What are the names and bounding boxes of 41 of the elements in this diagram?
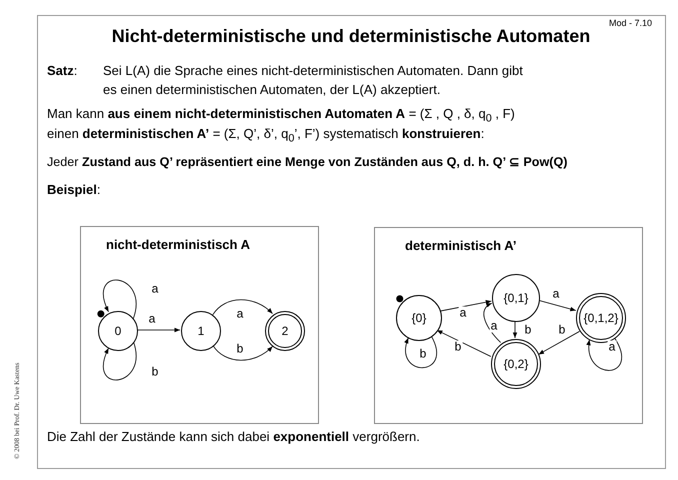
final-state-circle: {0,1,2} <box>576 293 626 343</box>
text-paragraph: Die Zahl der Zustände kann sich dabei exponentiell vergrößern. <box>47 428 420 446</box>
transition-arrow <box>538 330 580 355</box>
text-paragraph: Satz: <box>47 62 78 80</box>
text-paragraph: einen deterministischen A’ = (Σ, Q’, δ’, q$_{0}$’, F’) systematisch konstruieren: <box>47 125 484 147</box>
final-state-circle: {0,2} <box>491 339 541 389</box>
slide-title: Nicht-deterministische und deterministische Automaten <box>110 26 592 47</box>
transition-arrow <box>136 328 180 332</box>
transition-arrow <box>102 341 136 380</box>
diagram-panel <box>374 227 643 424</box>
state-circle: {0,1} <box>492 274 540 322</box>
state-circle: 1 <box>181 311 221 351</box>
edge-label: b <box>524 324 532 336</box>
transition-arrow <box>512 320 518 338</box>
transition-arrow <box>483 302 502 343</box>
transition-arrow <box>404 335 438 368</box>
edge-label: b <box>454 340 462 354</box>
text-paragraph: Jeder Zustand aus Q’ repräsentiert eine Menge von Zuständen aus Q, d. h. Q’ ⊆ Pow(Q) <box>47 154 568 171</box>
edge-label: b <box>150 366 160 378</box>
edge-label: b <box>236 342 244 356</box>
text-paragraph: Man kann aus einem nicht-deterministischen Automaten A = (Σ , Q , δ, q$_{0}$ , F) <box>47 105 515 127</box>
slide-number: Mod - 7.10 <box>608 17 652 30</box>
edge-label: a <box>458 306 468 320</box>
text-paragraph: Beispiel: <box>47 181 100 199</box>
transition-arrow <box>586 337 622 371</box>
final-state-circle: 2 <box>265 311 305 351</box>
edge-label: b <box>418 348 428 360</box>
edge-label: b <box>558 324 566 336</box>
diagram-panel <box>80 226 319 424</box>
text-paragraph: Sei L(A) die Sprache eines nicht-deterministischen Automaten. Dann gibt es einen deterministischen Automaten, der L(A) akzeptiert. <box>103 62 523 99</box>
transition-arrow <box>436 330 492 357</box>
transition-arrow <box>538 300 576 312</box>
transition-arrow <box>102 280 136 319</box>
panel-heading: deterministisch A’ <box>405 238 516 253</box>
panel-heading: nicht-deterministisch A <box>106 237 250 252</box>
transition-arrow <box>440 300 492 312</box>
edge-label: a <box>608 340 616 354</box>
state-circle: {0} <box>396 295 442 341</box>
state-circle: 0 <box>98 311 138 351</box>
transition-arrow <box>212 344 273 361</box>
transition-arrow <box>212 299 273 316</box>
